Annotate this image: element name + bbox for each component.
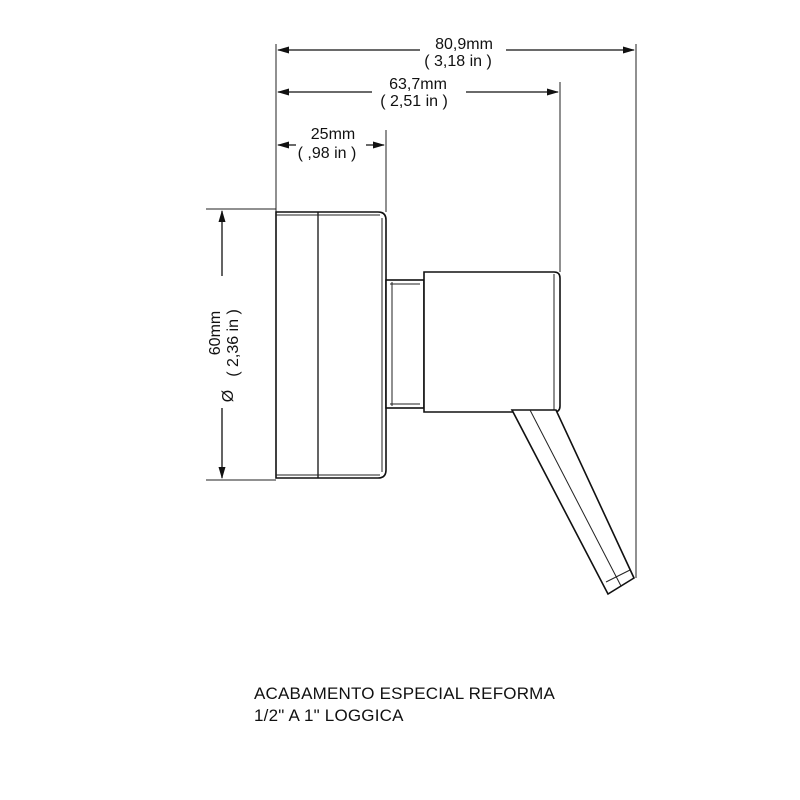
handle-lever bbox=[510, 409, 636, 596]
drawing-caption: ACABAMENTO ESPECIAL REFORMA 1/2" A 1" LO… bbox=[254, 683, 555, 727]
dimension-plate-depth-mm: 25mm bbox=[311, 126, 355, 143]
dimension-diameter-inch: ( 2,36 in ) bbox=[225, 309, 242, 377]
dimension-plate-depth-inch: ( ,98 in ) bbox=[298, 145, 357, 162]
wall-plate bbox=[275, 211, 387, 479]
caption-line-1: ACABAMENTO ESPECIAL REFORMA bbox=[254, 684, 556, 703]
diameter-symbol: Ø bbox=[220, 390, 237, 402]
handle-body bbox=[423, 271, 561, 413]
dimension-diameter-mm: 60mm bbox=[207, 311, 224, 355]
dimension-overall-mm: 80,9mm bbox=[435, 36, 493, 53]
dimension-plate-depth: 25mm ( ,98 in ) bbox=[277, 126, 387, 212]
dimension-overall: 80,9mm ( 3,18 in ) bbox=[275, 36, 637, 578]
dimension-diameter: 60mm ( 2,36 in ) Ø bbox=[206, 208, 276, 481]
dimension-to-handle: 63,7mm ( 2,51 in ) bbox=[277, 76, 561, 272]
dimension-to-handle-mm: 63,7mm bbox=[389, 76, 447, 93]
dimension-to-handle-inch: ( 2,51 in ) bbox=[380, 93, 448, 110]
valve-finish-drawing bbox=[275, 211, 636, 596]
caption-line-2: 1/2" A 1" LOGGICA bbox=[254, 706, 404, 725]
dimension-overall-inch: ( 3,18 in ) bbox=[424, 53, 492, 70]
